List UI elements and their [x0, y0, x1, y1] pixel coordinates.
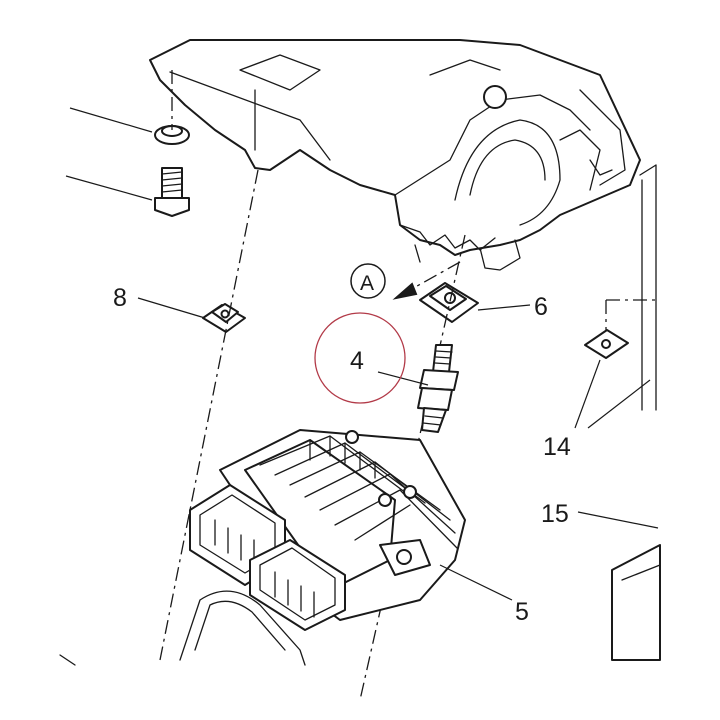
bolt-and-washer [65, 70, 190, 217]
lower-frame-fragment [179, 590, 306, 666]
callout-14: 14 [543, 433, 571, 461]
view-marker-label: A [360, 272, 374, 295]
alignment-line-center [359, 234, 466, 701]
stud-bolt-4 [377, 344, 459, 433]
view-arrow-a [350, 261, 461, 300]
regulator-rectifier-5 [189, 429, 513, 631]
callout-4-highlight [314, 312, 406, 404]
frame-bracket [149, 39, 641, 271]
callout-8: 8 [113, 284, 127, 312]
speed-nut-8 [137, 297, 246, 333]
callout-15: 15 [541, 500, 569, 528]
nut-14-and-bracket [574, 164, 657, 429]
battery-15 [577, 511, 661, 661]
callout-4: 4 [350, 347, 364, 375]
callout-6: 6 [534, 293, 548, 321]
callout-5: 5 [515, 598, 529, 626]
speed-nut-6 [419, 282, 531, 323]
alignment-line-left [159, 169, 259, 661]
